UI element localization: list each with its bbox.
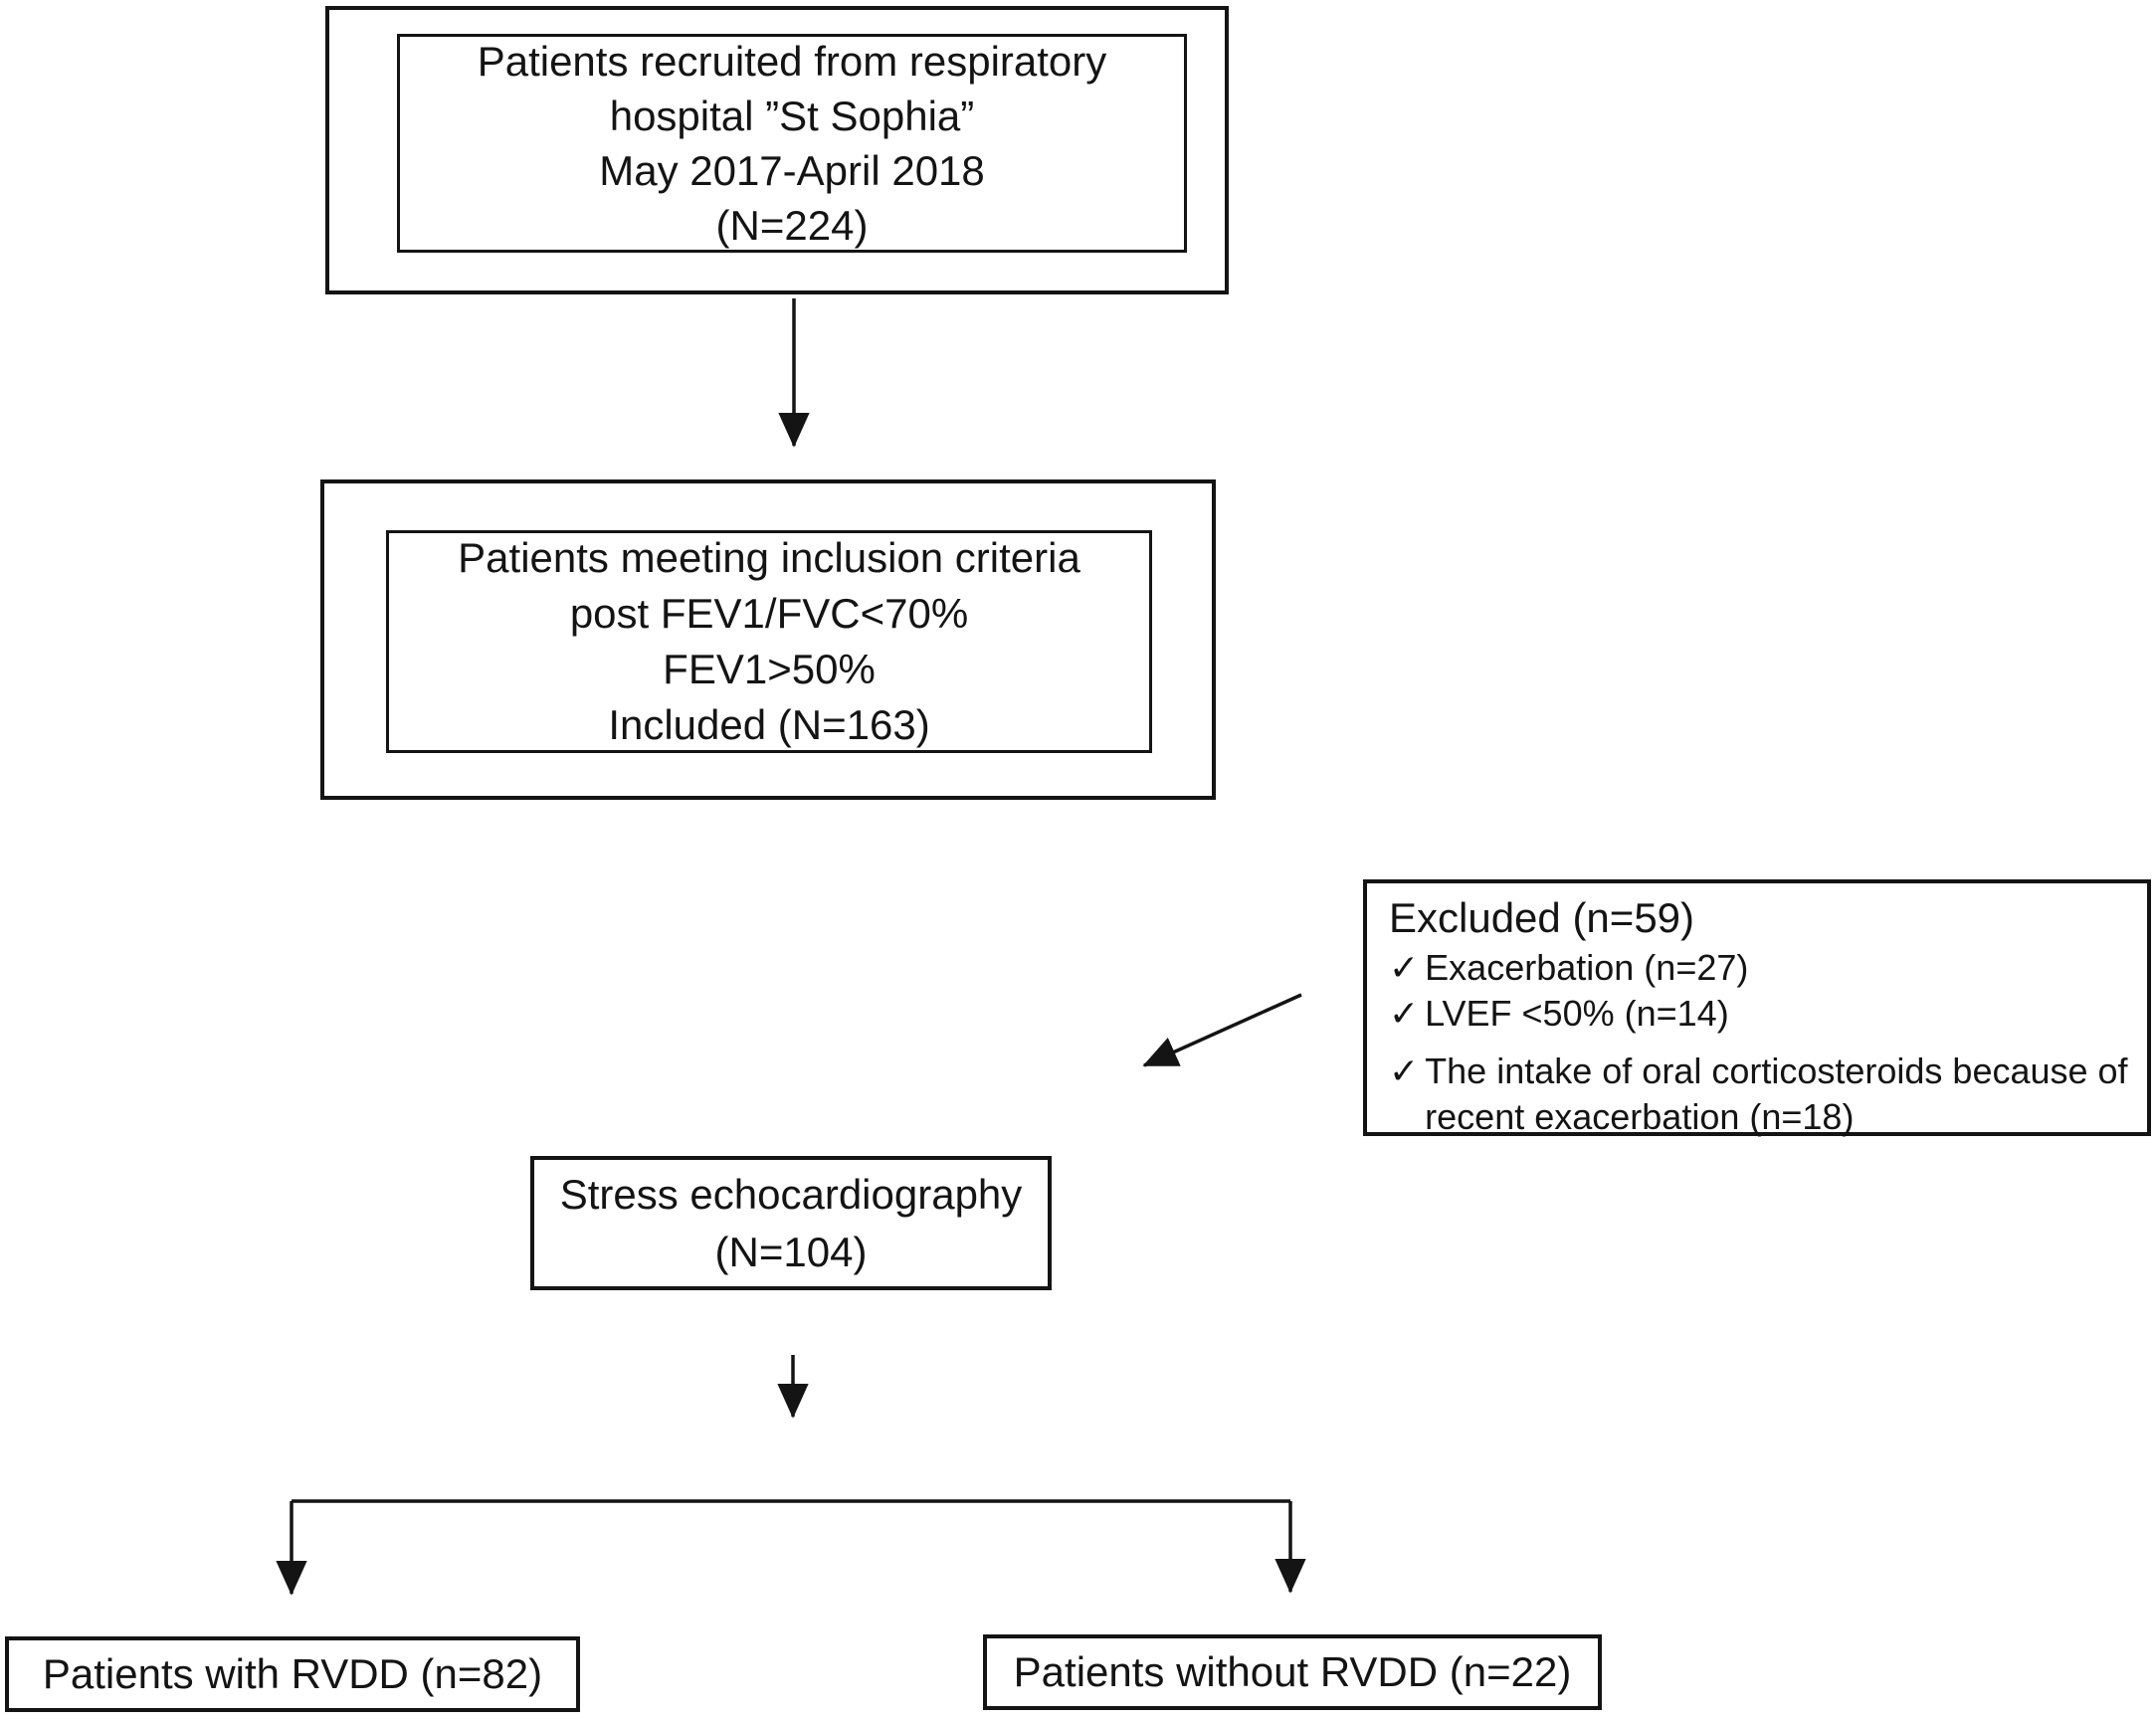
excluded-item-text: Exacerbation (n=27) bbox=[1425, 945, 1748, 991]
arrow-excluded-diagonal bbox=[1142, 993, 1302, 1067]
recruited-box: Patients recruited from respiratory hosp… bbox=[397, 34, 1187, 253]
recruited-text-line: Patients recruited from respiratory bbox=[477, 38, 1107, 85]
stress-echo-text-line: (N=104) bbox=[714, 1228, 868, 1275]
excluded-item-line: LVEF <50% (n=14) bbox=[1425, 993, 1729, 1034]
inclusion-text-line: FEV1>50% bbox=[663, 646, 876, 692]
inclusion-box: Patients meeting inclusion criteria post… bbox=[386, 530, 1152, 753]
checkmark-icon: ✓ bbox=[1389, 947, 1420, 988]
excluded-item-text: LVEF <50% (n=14) bbox=[1425, 991, 1729, 1037]
excluded-item-line: Exacerbation (n=27) bbox=[1425, 947, 1749, 988]
excluded-item-line: recent exacerbation (n=18) bbox=[1425, 1096, 1855, 1137]
no-rvdd-box-label: Patients without RVDD (n=22) bbox=[1013, 1648, 1572, 1695]
stress-echo-text-line: Stress echocardiography bbox=[559, 1170, 1023, 1218]
checkmark-icon: ✓ bbox=[1389, 1050, 1420, 1091]
recruited-text-line: hospital ”St Sophia” bbox=[609, 93, 975, 139]
excluded-item: ✓ Exacerbation (n=27) bbox=[1389, 945, 2131, 991]
excluded-box: Excluded (n=59) ✓ Exacerbation (n=27) ✓ … bbox=[1363, 879, 2151, 1137]
rvdd-box-label: Patients with RVDD (n=82) bbox=[42, 1650, 543, 1697]
rvdd-box: Patients with RVDD (n=82) bbox=[5, 1636, 580, 1712]
excluded-item-line: The intake of oral corticosteroids becau… bbox=[1425, 1050, 2128, 1091]
excluded-item: ✓ LVEF <50% (n=14) bbox=[1389, 991, 2131, 1037]
checkmark-icon: ✓ bbox=[1389, 993, 1420, 1034]
inclusion-text-line: post FEV1/FVC<70% bbox=[569, 590, 969, 637]
recruited-text-line: (N=224) bbox=[715, 202, 869, 249]
stress-echo-box: Stress echocardiography (N=104) bbox=[530, 1156, 1052, 1290]
no-rvdd-box: Patients without RVDD (n=22) bbox=[983, 1634, 1602, 1710]
inclusion-text-line: Patients meeting inclusion criteria bbox=[458, 534, 1080, 581]
excluded-title: Excluded (n=59) bbox=[1389, 894, 1695, 941]
recruited-text-line: May 2017-April 2018 bbox=[599, 147, 985, 194]
excluded-item: ✓ The intake of oral corticosteroids bec… bbox=[1389, 1049, 2131, 1140]
excluded-item-text: The intake of oral corticosteroids becau… bbox=[1425, 1049, 2127, 1140]
inclusion-text-line: Included (N=163) bbox=[608, 701, 930, 748]
